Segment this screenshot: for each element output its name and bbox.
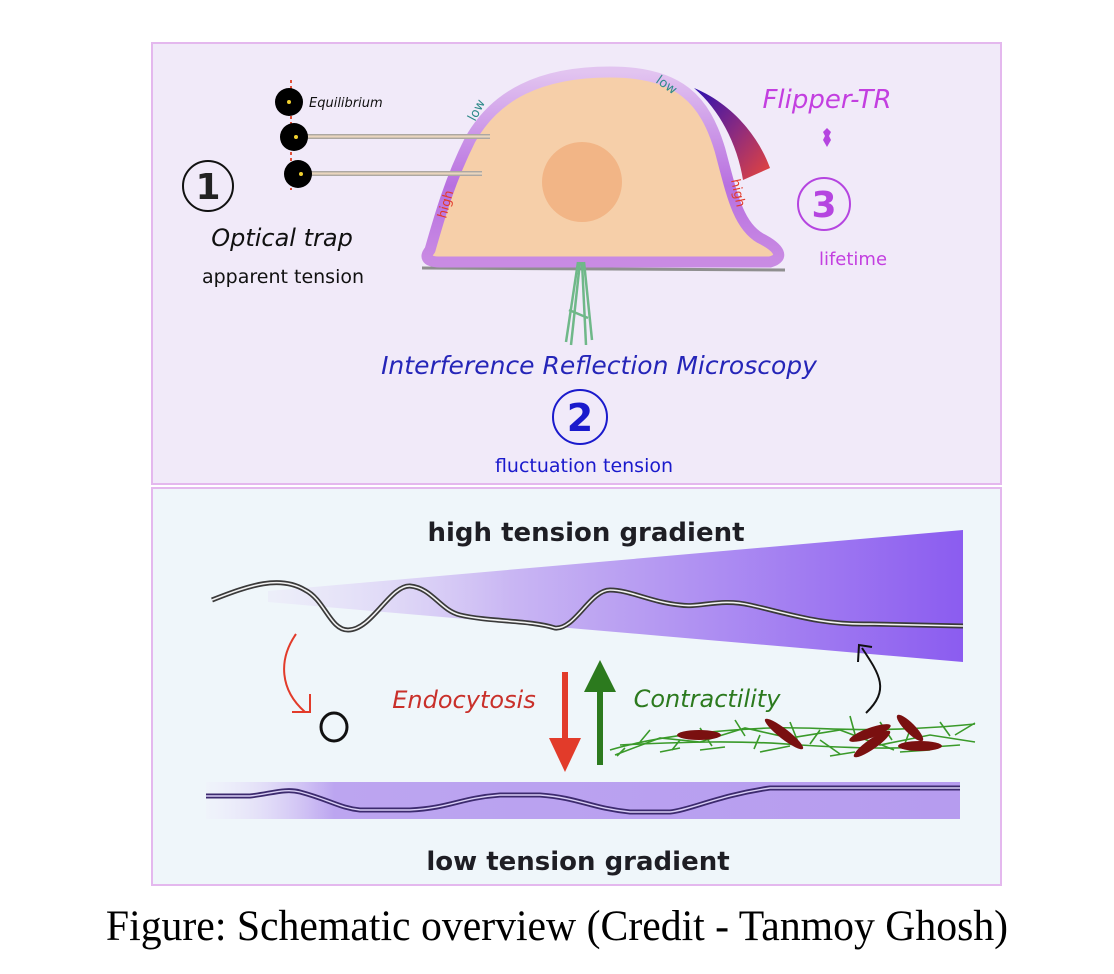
membrane-tether [300,134,490,139]
method-3-title: Flipper-TR [762,85,891,115]
method-1-subtitle: apparent tension [202,266,364,288]
endocytosis-curve-arrow-icon [283,633,311,713]
cell [421,66,785,268]
tension-feedback-arrow-icon [857,643,882,714]
figure-caption: Figure: Schematic overview (Credit - Tan… [105,903,1009,950]
equilibrium-label: Equilibrium [309,96,383,111]
down-arrow-icon [549,672,581,772]
membrane-high-tension [211,580,964,633]
top-panel: Equilibrium low high low high 1 Optical … [151,42,1002,485]
bead-center [299,172,303,176]
method-1-number: 1 [195,167,220,208]
method-2-irm: Interference Reflection Microscopy 2 flu… [381,351,818,477]
substrate-line [421,266,786,272]
high-gradient-wedge [268,530,963,662]
method-2-number: 2 [567,396,593,440]
method-1-optical-trap: 1 Optical trap apparent tension [182,160,364,288]
bottom-panel: high tension gradient Endocytosis [151,487,1002,886]
double-arrow-icon [823,128,831,147]
up-arrow-icon [584,660,616,765]
nucleus [542,142,622,222]
number-circle-2 [552,389,608,445]
bead [284,160,312,188]
high-tension-gradient-title: high tension gradient [427,518,744,548]
bead-center [287,100,291,104]
membrane-low-tension [206,785,960,815]
method-3-number: 3 [811,185,836,226]
label-right-high: high [727,178,748,209]
method-2-subtitle: fluctuation tension [495,455,673,477]
membrane-tether [304,171,482,176]
method-2-title: Interference Reflection Microscopy [381,351,818,380]
number-circle-3 [797,177,851,231]
flipper-tr-probe-icon [694,88,770,180]
bead-center [294,135,298,139]
optical-trap: Equilibrium [275,80,490,190]
vesicle-icon [319,711,349,743]
method-1-title: Optical trap [211,224,353,252]
method-3-subtitle: lifetime [819,249,887,270]
irm-light-beam-icon [564,261,594,346]
number-circle-1 [182,160,234,212]
contractility-label: Contractility [634,685,782,713]
label-left-high: high [435,189,457,220]
low-tension-gradient-title: low tension gradient [426,847,729,877]
method-3-flipper: Flipper-TR 3 lifetime [762,85,891,270]
endocytosis-label: Endocytosis [392,686,535,714]
actomyosin-network-icon [609,714,976,758]
